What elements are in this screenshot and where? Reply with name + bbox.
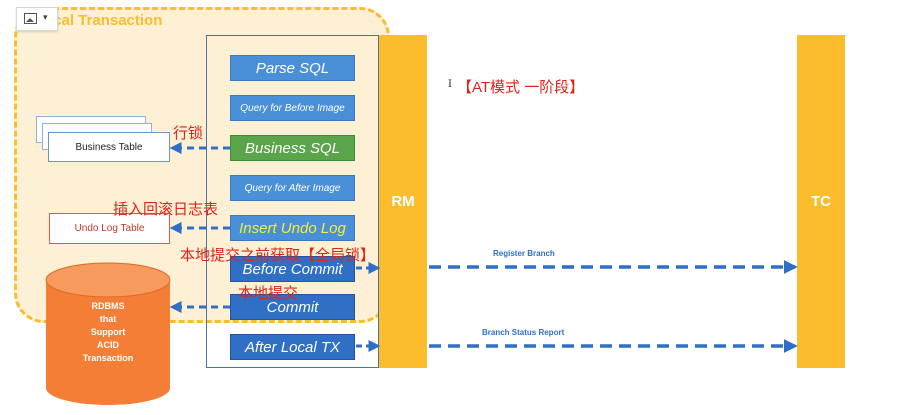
insert-rollback-log-note: 插入回滚日志表 bbox=[113, 201, 219, 218]
register-branch-label: Register Branch bbox=[493, 249, 555, 258]
step-query-before-image: Query for Before Image bbox=[230, 95, 355, 121]
local-commit-note: 本地提交 bbox=[238, 285, 299, 302]
step-after-local-tx: After Local TX bbox=[230, 334, 355, 360]
local-transaction-label: ocal Transaction bbox=[44, 12, 163, 29]
rdbms-database-icon bbox=[45, 262, 171, 405]
global-lock-before-commit-note: 本地提交之前获取【全局锁】 bbox=[180, 247, 376, 264]
step-business-sql: Business SQL bbox=[230, 135, 355, 161]
image-icon bbox=[24, 13, 37, 24]
resource-manager-bar: RM bbox=[379, 35, 427, 368]
transaction-coordinator-bar: TC bbox=[797, 35, 845, 368]
text-cursor-icon: I bbox=[448, 79, 452, 90]
step-parse-sql: Parse SQL bbox=[230, 55, 355, 81]
branch-status-report-label: Branch Status Report bbox=[482, 328, 565, 337]
row-lock-note: 行锁 bbox=[173, 125, 204, 142]
process-steps-frame bbox=[206, 35, 379, 368]
dropdown-caret-icon: ▾ bbox=[43, 12, 48, 22]
rdbms-label-line-1: RDBMS bbox=[91, 301, 125, 311]
step-query-after-image: Query for After Image bbox=[230, 175, 355, 201]
undo-log-table: Undo Log Table bbox=[49, 213, 170, 244]
rdbms-label-line-2: that bbox=[99, 314, 117, 324]
business-table: Business Table bbox=[48, 132, 170, 162]
step-insert-undo-log: Insert Undo Log bbox=[230, 215, 355, 241]
rdbms-label-line-5: Transaction bbox=[82, 353, 134, 363]
rdbms-label: RDBMS that Support ACID Transaction bbox=[46, 300, 170, 365]
at-mode-phase-one-note: 【AT模式 一阶段】 bbox=[457, 79, 585, 96]
step-before-commit: Before Commit bbox=[230, 256, 355, 282]
rdbms-label-line-3: Support bbox=[90, 327, 126, 337]
step-commit: Commit bbox=[230, 294, 355, 320]
image-thumbnail-icon[interactable]: ▾ bbox=[16, 7, 58, 31]
rdbms-label-line-4: ACID bbox=[97, 340, 119, 350]
